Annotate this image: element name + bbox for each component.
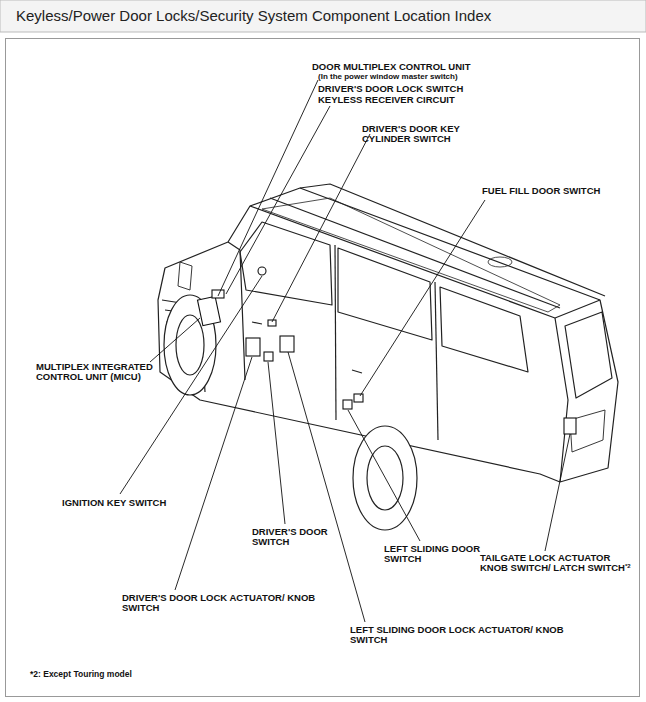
part-label: DRIVER'S DOOR SWITCH	[252, 526, 328, 547]
part-label: LEFT SLIDING DOOR LOCK ACTUATOR/ KNOB SW…	[350, 624, 564, 645]
part-label: LEFT SLIDING DOOR SWITCH	[384, 543, 480, 564]
part-label: FUEL FILL DOOR SWITCH	[482, 185, 600, 196]
part-label: (In the power window master switch)	[318, 72, 458, 81]
part-label-box: LEFT SLIDING DOOR SWITCH	[384, 544, 484, 565]
part-label-box: FUEL FILL DOOR SWITCH	[482, 186, 632, 196]
part-label-box: *2: Except Touring model	[30, 670, 250, 679]
components	[197, 267, 576, 434]
part-label: DRIVER'S DOOR KEY CYLINDER SWITCH	[362, 123, 460, 144]
part-label-box: IGNITION KEY SWITCH	[62, 498, 212, 508]
part-label: DRIVER'S DOOR LOCK ACTUATOR/ KNOB SWITCH	[122, 592, 315, 613]
part-label-box: KEYLESS RECEIVER CIRCUIT	[318, 95, 518, 105]
footnote: *2: Except Touring model	[30, 669, 132, 679]
part-label-box: DRIVER'S DOOR LOCK SWITCH	[318, 84, 518, 94]
footnote-mark: *2	[625, 563, 631, 569]
header-bar	[0, 0, 646, 32]
part-label-box: TAILGATE LOCK ACTUATOR KNOB SWITCH/ LATC…	[480, 553, 632, 574]
wheels	[164, 295, 417, 530]
part-label-box: MULTIPLEX INTEGRATED CONTROL UNIT (MICU)	[36, 362, 176, 383]
part-label-box: DOOR MULTIPLEX CONTROL UNIT	[312, 62, 512, 72]
part-label: TAILGATE LOCK ACTUATOR KNOB SWITCH/ LATC…	[480, 552, 625, 573]
part-label-box: DRIVER'S DOOR KEY CYLINDER SWITCH	[362, 124, 494, 145]
part-label: MULTIPLEX INTEGRATED CONTROL UNIT (MICU)	[36, 361, 153, 382]
leader-lines	[120, 80, 570, 622]
part-label-box: LEFT SLIDING DOOR LOCK ACTUATOR/ KNOB SW…	[350, 625, 566, 646]
part-label: KEYLESS RECEIVER CIRCUIT	[318, 94, 455, 105]
part-label-box: DRIVER'S DOOR LOCK ACTUATOR/ KNOB SWITCH	[122, 593, 318, 614]
part-label-box: (In the power window master switch)	[318, 73, 518, 82]
page-title: Keyless/Power Door Locks/Security System…	[16, 7, 491, 24]
part-label: DRIVER'S DOOR LOCK SWITCH	[318, 83, 463, 94]
frame	[6, 39, 640, 697]
part-label: IGNITION KEY SWITCH	[62, 497, 166, 508]
part-label: DOOR MULTIPLEX CONTROL UNIT	[312, 61, 471, 72]
part-label-box: DRIVER'S DOOR SWITCH	[252, 527, 344, 548]
